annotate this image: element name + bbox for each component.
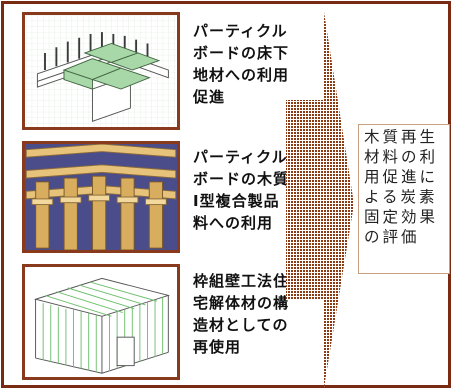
- item-1-line-2: ボードの床下: [193, 44, 290, 62]
- result-line-4: よる炭素: [364, 188, 438, 206]
- item-2-caption: パーティクル ボードの木質 I型複合製品 料への利用: [193, 146, 328, 234]
- item-3-caption: 枠組壁工法住 宅解体材の構 造材としての 再使用: [193, 270, 328, 358]
- result-box: 木質再生 材料の利 用促進に よる炭素 固定効果 の評価: [358, 124, 450, 274]
- i-beam-panel-illustration: [22, 141, 180, 253]
- result-line-6: の評価: [364, 228, 420, 246]
- item-2-line-1: パーティクル: [193, 148, 288, 166]
- item-3-line-4: 再使用: [193, 338, 242, 356]
- item-2-line-4: 料への利用: [193, 214, 274, 232]
- item-1-line-3: 地材への利用: [193, 66, 290, 84]
- item-1-caption: パーティクル ボードの床下 地材への利用 促進: [193, 20, 328, 108]
- result-line-5: 固定効果: [364, 208, 439, 226]
- result-line-2: 材料の利: [364, 148, 439, 166]
- framed-house-panel-illustration: [22, 264, 180, 380]
- item-3-line-1: 枠組壁工法住: [193, 272, 290, 290]
- item-3-line-3: 造材としての: [193, 316, 289, 334]
- item-1-line-4: 促進: [193, 88, 226, 106]
- item-1-line-1: パーティクル: [193, 22, 288, 40]
- i-beam-illustration-svg: [25, 144, 177, 250]
- house-frame-illustration-svg: [26, 267, 176, 377]
- item-3-line-2: 宅解体材の構: [193, 294, 290, 312]
- item-2-line-3: I型複合製品: [193, 192, 280, 210]
- floor-panel-illustration: [22, 12, 180, 130]
- result-line-3: 用促進に: [364, 168, 439, 186]
- item-2-line-2: ボードの木質: [193, 170, 290, 188]
- floor-illustration-svg: [26, 15, 176, 127]
- result-line-1: 木質再生: [364, 128, 439, 146]
